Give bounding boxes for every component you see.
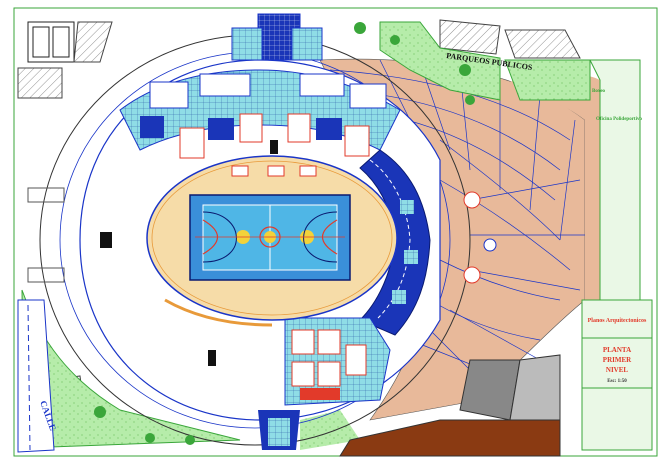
north-concourse — [119, 13, 401, 159]
sheet-border — [13, 7, 658, 457]
trees — [94, 22, 475, 445]
lawns — [21, 21, 641, 450]
south-entrance — [258, 410, 300, 450]
west-details — [27, 140, 278, 366]
sheet-subtitle: Planos Arquitectonicos — [588, 318, 647, 324]
offices-label: Oficina Polideportivo — [596, 117, 642, 122]
sheet-title-line-2: PRIMER — [603, 356, 632, 364]
corner-building — [27, 21, 75, 63]
southeast-rooms — [284, 317, 391, 406]
plaza-markers — [463, 191, 497, 284]
title-column — [581, 299, 653, 451]
sheet-scale: Esc: 1:50 — [607, 379, 627, 384]
basketball-court — [189, 194, 351, 281]
south-buildings — [339, 354, 561, 457]
sheet-title-line-1: PLANTA — [603, 346, 631, 354]
sheet-title-line-3: NIVEL — [606, 366, 629, 374]
street-strip — [17, 299, 55, 453]
boxes-label: Boxeo — [592, 89, 606, 94]
hatched-zones — [17, 19, 581, 425]
